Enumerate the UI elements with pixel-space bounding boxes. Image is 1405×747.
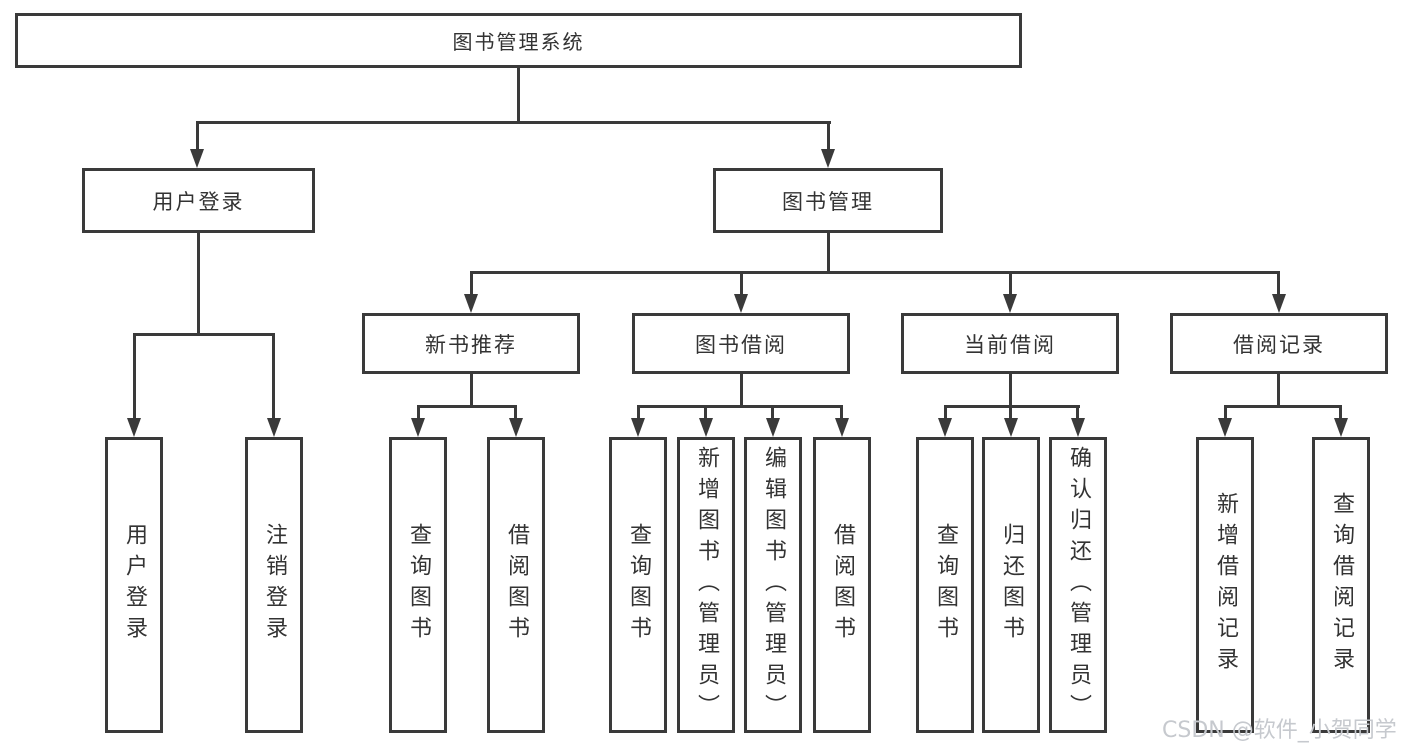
node-leaf-cb-return-books: 归还图书	[982, 437, 1040, 733]
connector-line	[827, 121, 830, 152]
connector-line	[704, 405, 707, 421]
arrow-down-icon	[699, 418, 713, 437]
node-leaf-bb-add-books-admin: 新增图书（管理员）	[677, 437, 735, 733]
node-label: 当前借阅	[964, 332, 1056, 357]
arrow-down-icon	[127, 418, 141, 437]
connector-line	[740, 271, 743, 297]
connector-line	[771, 405, 774, 421]
connector-line	[1277, 271, 1280, 297]
connector-line	[196, 121, 831, 124]
node-book-borrowing: 图书借阅	[632, 313, 850, 374]
arrow-down-icon	[766, 418, 780, 437]
node-leaf-logout: 注销登录	[245, 437, 303, 733]
connector-line	[196, 121, 199, 152]
node-leaf-cb-confirm-return-admin: 确认归还（管理员）	[1049, 437, 1107, 733]
connector-line	[1339, 405, 1342, 421]
node-label: 新书推荐	[425, 332, 517, 357]
connector-line	[840, 405, 843, 421]
node-label: 借阅记录	[1233, 332, 1325, 357]
connector-line	[1009, 271, 1012, 297]
arrow-down-icon	[631, 418, 645, 437]
node-leaf-br-add-record: 新增借阅记录	[1196, 437, 1254, 733]
arrow-down-icon	[411, 418, 425, 437]
connector-line	[417, 405, 420, 421]
connector-line	[470, 372, 473, 408]
connector-line	[133, 333, 275, 336]
connector-line	[1224, 405, 1342, 408]
connector-line	[470, 271, 473, 297]
arrow-down-icon	[509, 418, 523, 437]
arrow-down-icon	[1272, 294, 1286, 313]
arrow-down-icon	[1218, 418, 1232, 437]
node-borrowing-records: 借阅记录	[1170, 313, 1388, 374]
connector-line	[944, 405, 947, 421]
node-new-book-recommendation: 新书推荐	[362, 313, 580, 374]
connector-line	[272, 333, 275, 421]
node-leaf-nb-borrow-books: 借阅图书	[487, 437, 545, 733]
node-leaf-br-query-record: 查询借阅记录	[1312, 437, 1370, 733]
connector-line	[637, 405, 640, 421]
connector-line	[944, 405, 1080, 408]
arrow-down-icon	[464, 294, 478, 313]
connector-line	[1076, 405, 1079, 421]
node-leaf-bb-edit-books-admin: 编辑图书（管理员）	[744, 437, 802, 733]
connector-line	[637, 405, 843, 408]
node-leaf-nb-query-books: 查询图书	[389, 437, 447, 733]
node-leaf-bb-query-books: 查询图书	[609, 437, 667, 733]
node-label: 图书管理	[782, 189, 874, 214]
arrow-down-icon	[267, 418, 281, 437]
node-leaf-user-login: 用户登录	[105, 437, 163, 733]
arrow-down-icon	[938, 418, 952, 437]
watermark: CSDN @软件_小贺同学	[1162, 718, 1397, 743]
node-label: 用户登录	[152, 189, 245, 214]
arrow-down-icon	[190, 149, 204, 168]
connector-line	[740, 372, 743, 408]
connector-line	[514, 405, 517, 421]
node-label: 图书借阅	[695, 332, 787, 357]
connector-line	[517, 67, 520, 123]
node-user-login: 用户登录	[82, 168, 315, 233]
connector-line	[1009, 372, 1012, 408]
arrow-down-icon	[821, 149, 835, 168]
connector-line	[827, 232, 830, 273]
arrow-down-icon	[1334, 418, 1348, 437]
arrow-down-icon	[1071, 418, 1085, 437]
node-leaf-bb-borrow-books: 借阅图书	[813, 437, 871, 733]
node-leaf-cb-query-books: 查询图书	[916, 437, 974, 733]
node-label: 图书管理系统	[452, 30, 585, 54]
arrow-down-icon	[835, 418, 849, 437]
node-library-management-system: 图书管理系统	[15, 13, 1022, 68]
connector-line	[1277, 372, 1280, 408]
connector-line	[417, 405, 517, 408]
connector-line	[197, 232, 200, 336]
arrow-down-icon	[734, 294, 748, 313]
connector-line	[1009, 405, 1012, 421]
connector-line	[1224, 405, 1227, 421]
connector-line	[470, 271, 1280, 274]
arrow-down-icon	[1003, 294, 1017, 313]
connector-line	[133, 333, 136, 421]
arrow-down-icon	[1004, 418, 1018, 437]
node-current-borrowing: 当前借阅	[901, 313, 1119, 374]
node-book-management: 图书管理	[713, 168, 943, 233]
